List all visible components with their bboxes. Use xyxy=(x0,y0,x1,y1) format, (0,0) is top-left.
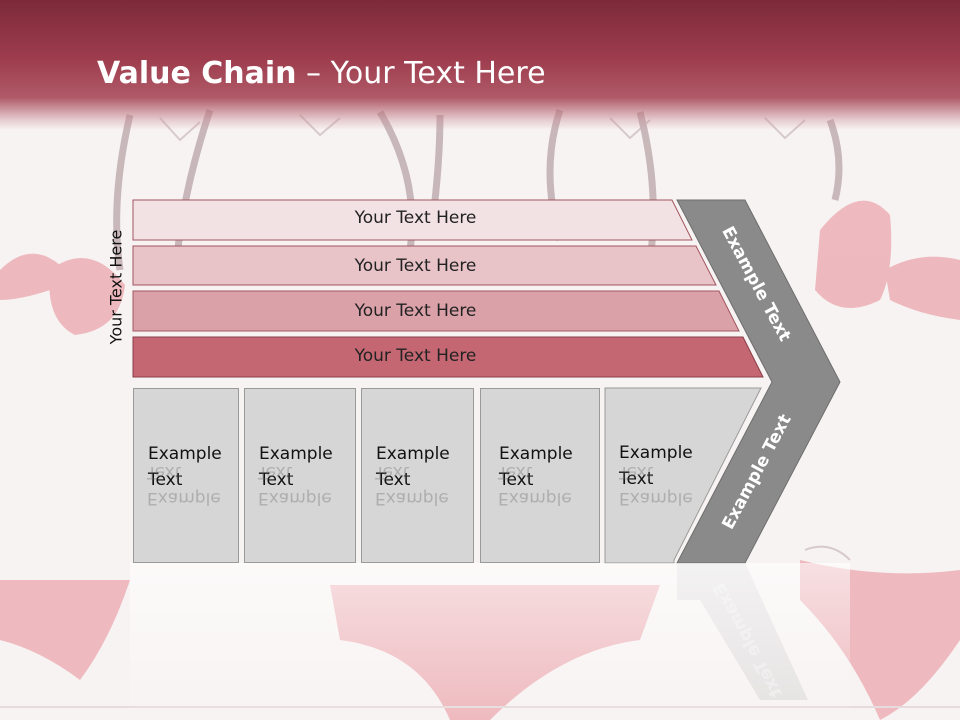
last-box-shape xyxy=(604,387,762,564)
title-rest-part: – Your Text Here xyxy=(296,56,546,91)
vertical-axis-label: Your Text Here xyxy=(106,229,126,345)
band-shape-3 xyxy=(132,290,740,332)
title-bold-part: Value Chain xyxy=(97,56,297,91)
reflect-2-line-1: Example xyxy=(258,488,332,508)
band-shape-4 xyxy=(132,336,764,378)
box-3-line-1: Example xyxy=(376,444,450,464)
box-5-line-2: Text xyxy=(619,469,654,489)
band-label-1: Your Text Here xyxy=(354,208,477,228)
band-shape-1 xyxy=(132,199,693,241)
reflect-1-line-1: Example xyxy=(147,488,221,508)
reflect-1-line-2: Text xyxy=(147,462,182,482)
reflect-5-line-1: Example xyxy=(619,488,693,508)
box-2-line-2: Text xyxy=(259,470,294,490)
reflect-4-line-2: Text xyxy=(498,462,533,482)
box-2-line-1: Example xyxy=(259,444,333,464)
box-5-line-1: Example xyxy=(619,443,693,463)
box-1-line-2: Text xyxy=(148,470,183,490)
band-label-2: Your Text Here xyxy=(354,256,477,276)
reflect-3-line-2: Text xyxy=(375,462,410,482)
slide-title: Value Chain – Your Text Here xyxy=(97,55,546,93)
reflect-4-line-1: Example xyxy=(498,488,572,508)
box-4-line-2: Text xyxy=(499,470,534,490)
band-shape-2 xyxy=(132,245,717,286)
box-4-line-1: Example xyxy=(499,444,573,464)
band-label-3: Your Text Here xyxy=(354,301,477,321)
band-label-4: Your Text Here xyxy=(354,346,477,366)
reflect-3-line-1: Example xyxy=(375,488,449,508)
box-3-line-2: Text xyxy=(376,470,411,490)
box-1-line-1: Example xyxy=(148,444,222,464)
reflect-5-line-2: Text xyxy=(619,462,654,482)
reflection-area-fade xyxy=(130,563,850,720)
title-bar xyxy=(0,0,960,130)
reflect-2-line-2: Text xyxy=(258,462,293,482)
